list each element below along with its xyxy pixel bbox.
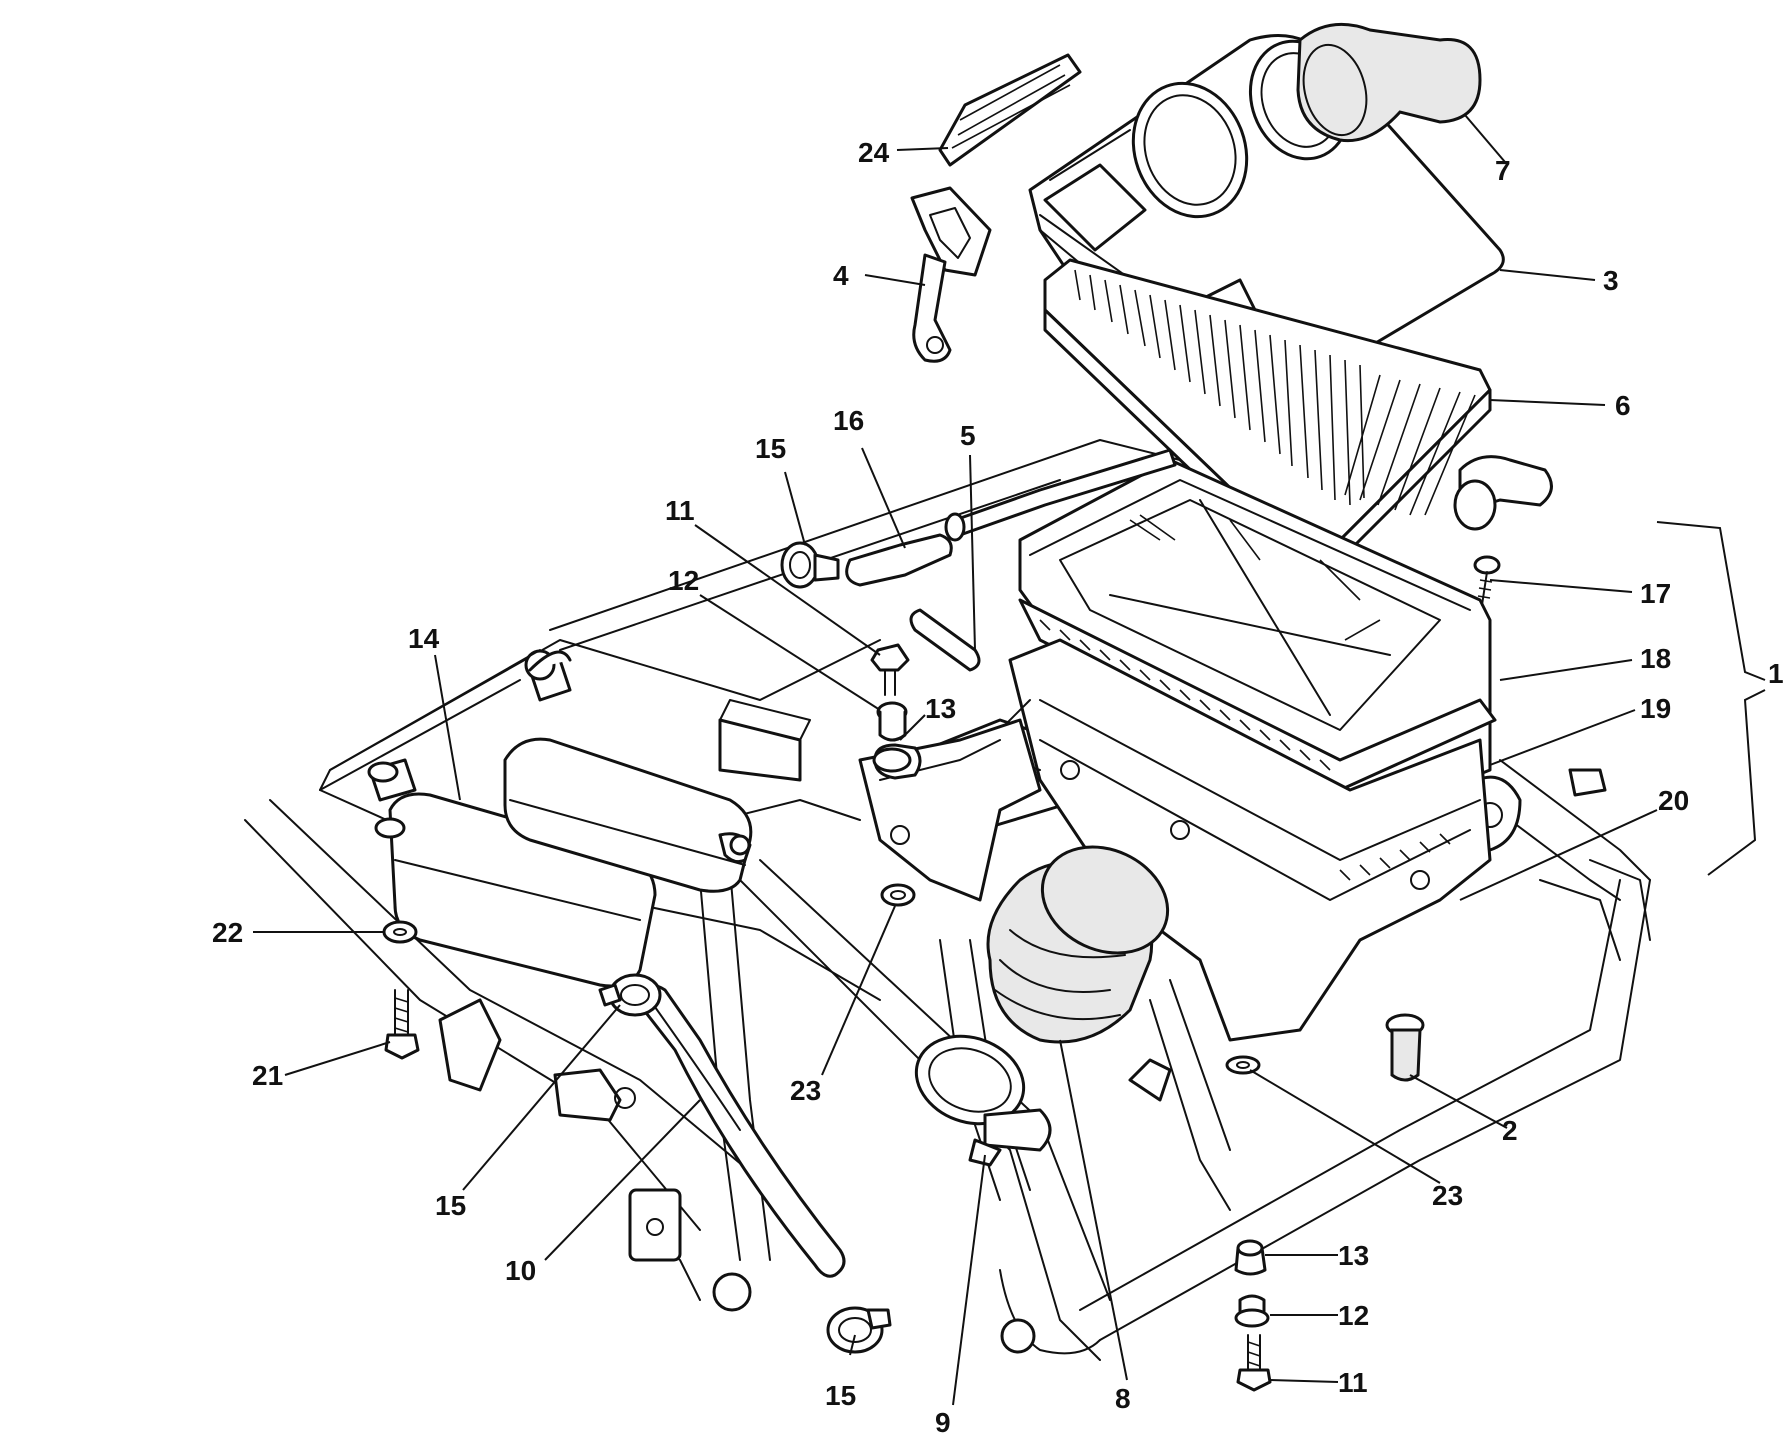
callout-23-right: 23 [1432, 1180, 1463, 1211]
callout-4: 4 [833, 260, 849, 291]
part-8-intake-boot [986, 845, 1170, 1044]
callout-17: 17 [1640, 578, 1671, 609]
callout-7: 7 [1495, 155, 1511, 186]
callout-11: 11 [665, 495, 695, 526]
callout-24: 24 [858, 137, 890, 168]
callout-11-lower: 11 [1338, 1367, 1368, 1398]
part-7-intake-sleeve [1296, 22, 1482, 143]
rear-box-assembly [319, 649, 811, 988]
part-2-plug [1385, 1013, 1425, 1082]
callout-14: 14 [408, 623, 440, 654]
part-4-strap [910, 186, 992, 363]
callout-2: 2 [1502, 1115, 1518, 1146]
callout-9: 9 [935, 1407, 951, 1438]
leader-lines [253, 114, 1766, 1406]
callout-19: 19 [1640, 693, 1671, 724]
callout-21: 21 [252, 1060, 283, 1091]
upper-fastener-set [870, 643, 912, 773]
callout-12-lower: 12 [1338, 1300, 1369, 1331]
part-10-drain-hose [638, 983, 846, 1278]
callout-13: 13 [925, 693, 956, 724]
small-hose-right [1453, 455, 1553, 531]
part-16-hose [845, 448, 1177, 587]
callout-15: 15 [755, 433, 786, 464]
part-24-pad [938, 53, 1082, 167]
lower-fastener-set [1234, 1239, 1272, 1392]
part-17-screw [1473, 555, 1501, 606]
part-23-washers [1225, 1055, 1261, 1075]
callout-8: 8 [1115, 1383, 1131, 1414]
part-1-airbox-body [999, 458, 1497, 1042]
callout-15-left: 15 [435, 1190, 466, 1221]
callout-15-bottom: 15 [825, 1380, 856, 1411]
callout-20: 20 [1658, 785, 1689, 816]
part-9-hose-clamp [914, 1034, 1052, 1167]
part-15-clamp-lower [598, 973, 662, 1017]
part-5-tube [909, 608, 981, 672]
callout-12: 12 [668, 565, 699, 596]
callout-22: 22 [212, 917, 243, 948]
part-21-bolt [384, 989, 420, 1060]
callout-13-lower: 13 [1338, 1240, 1369, 1271]
callout-18: 18 [1640, 643, 1671, 674]
callout-23: 23 [790, 1075, 821, 1106]
callout-3: 3 [1603, 265, 1619, 296]
part-6-filter [1043, 258, 1492, 577]
callout-6: 6 [1615, 390, 1631, 421]
callout-10: 10 [505, 1255, 536, 1286]
callout-5: 5 [960, 420, 976, 451]
callout-1: 1 [1768, 658, 1784, 689]
part-15-clamp-top [780, 541, 840, 589]
callout-labels: 24 4 7 3 6 15 16 5 11 12 13 14 17 18 1 1… [212, 137, 1784, 1438]
part-15-clamp-bottom [826, 1306, 892, 1354]
callout-16: 16 [833, 405, 864, 436]
